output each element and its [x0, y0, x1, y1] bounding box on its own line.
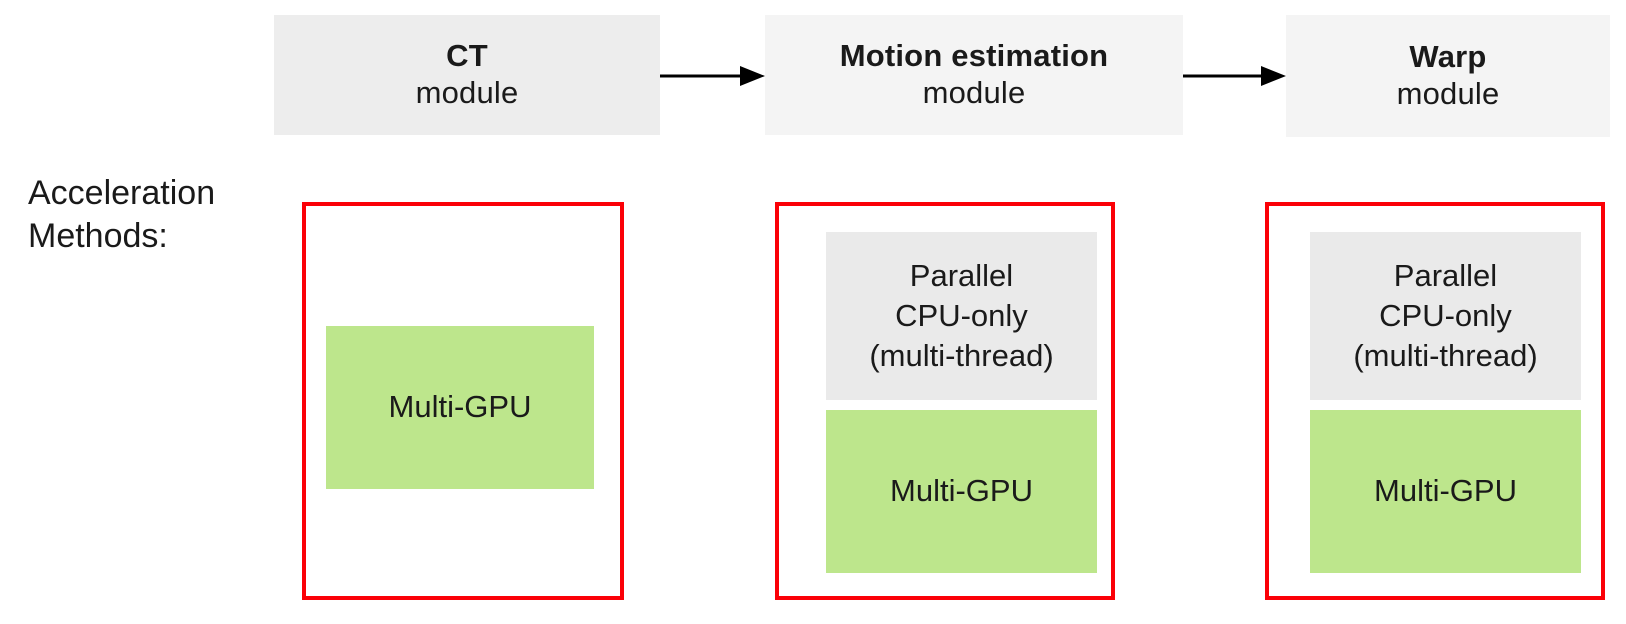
module-subtitle-warp: module	[1396, 76, 1500, 111]
module-subtitle-ct: module	[415, 75, 519, 110]
arrow-right-icon-ct-to-motion	[660, 63, 768, 87]
method-chip-multi-gpu-warp: Multi-GPU	[1310, 410, 1581, 573]
module-title-ct: CT	[446, 38, 488, 74]
method-chip-parallel-cpu-only-warp: Parallel CPU-only (multi-thread)	[1310, 232, 1581, 400]
method-chip-parallel-cpu-only-motion-estimation: Parallel CPU-only (multi-thread)	[826, 232, 1097, 400]
module-box-ct: CT module	[274, 15, 660, 135]
acceleration-methods-label: Acceleration Methods:	[28, 174, 216, 255]
module-box-warp: Warp module	[1286, 15, 1610, 137]
module-title-warp: Warp	[1409, 39, 1487, 75]
method-chip-multi-gpu-ct: Multi-GPU	[326, 326, 594, 489]
acceleration-group-ct: Multi-GPU	[302, 202, 624, 600]
acceleration-group-motion-estimation: Parallel CPU-only (multi-thread) Multi-G…	[775, 202, 1115, 600]
module-subtitle-motion-estimation: module	[922, 75, 1026, 110]
acceleration-group-warp: Parallel CPU-only (multi-thread) Multi-G…	[1265, 202, 1605, 600]
module-title-motion-estimation: Motion estimation	[839, 38, 1109, 74]
module-box-motion-estimation: Motion estimation module	[765, 15, 1183, 135]
method-chip-multi-gpu-motion-estimation: Multi-GPU	[826, 410, 1097, 573]
arrow-right-icon-motion-to-warp	[1183, 63, 1289, 87]
